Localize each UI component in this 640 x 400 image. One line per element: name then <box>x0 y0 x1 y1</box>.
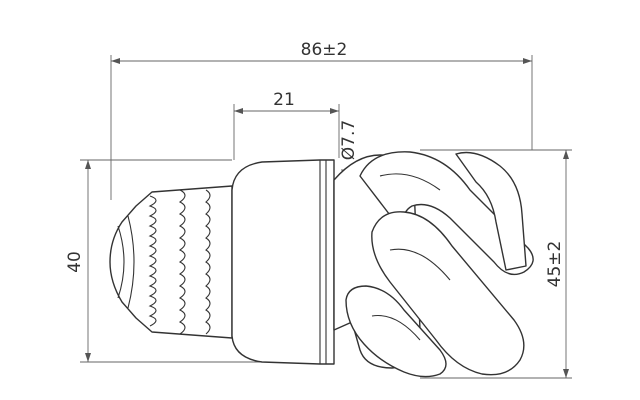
thread-outline <box>109 185 233 339</box>
tube-coil-right <box>455 151 527 271</box>
housing-body <box>231 159 335 365</box>
tube-highlight <box>371 314 421 341</box>
arrow-head <box>111 58 120 64</box>
arrow-head <box>85 353 91 362</box>
arrow-head <box>523 58 532 64</box>
dimension-spiral-diameter: 45±2 <box>420 149 572 379</box>
plastic-housing <box>231 159 335 365</box>
tube-diameter-label: Ø7.7 <box>339 120 359 160</box>
base-height-label: 40 <box>65 251 85 273</box>
tube-coil-bottom <box>345 285 447 378</box>
arrow-head <box>563 369 569 378</box>
tube-highlight <box>379 173 441 191</box>
dimension-overall-length: 86±2 <box>110 40 533 200</box>
overall-length-label: 86±2 <box>301 40 348 60</box>
arrow-head <box>563 150 569 159</box>
base-to-tube-label: 21 <box>273 90 295 110</box>
dimension-base-to-tube: 21 <box>233 90 340 160</box>
tube-coil-middle <box>371 211 525 376</box>
arrow-head <box>234 108 243 114</box>
tube-coil-top <box>359 151 534 276</box>
spiral-tube <box>333 151 534 378</box>
base-tip-ring <box>127 215 135 309</box>
tube-highlight <box>389 248 451 281</box>
base-tip-contact <box>117 225 125 299</box>
thread-ridge-middle <box>178 189 186 335</box>
spiral-diameter-label: 45±2 <box>545 241 565 288</box>
arrow-head <box>330 108 339 114</box>
arrow-head <box>85 160 91 169</box>
thread-ridge-left <box>148 195 157 327</box>
thread-ridge-right <box>205 189 211 335</box>
screw-base <box>109 185 233 339</box>
